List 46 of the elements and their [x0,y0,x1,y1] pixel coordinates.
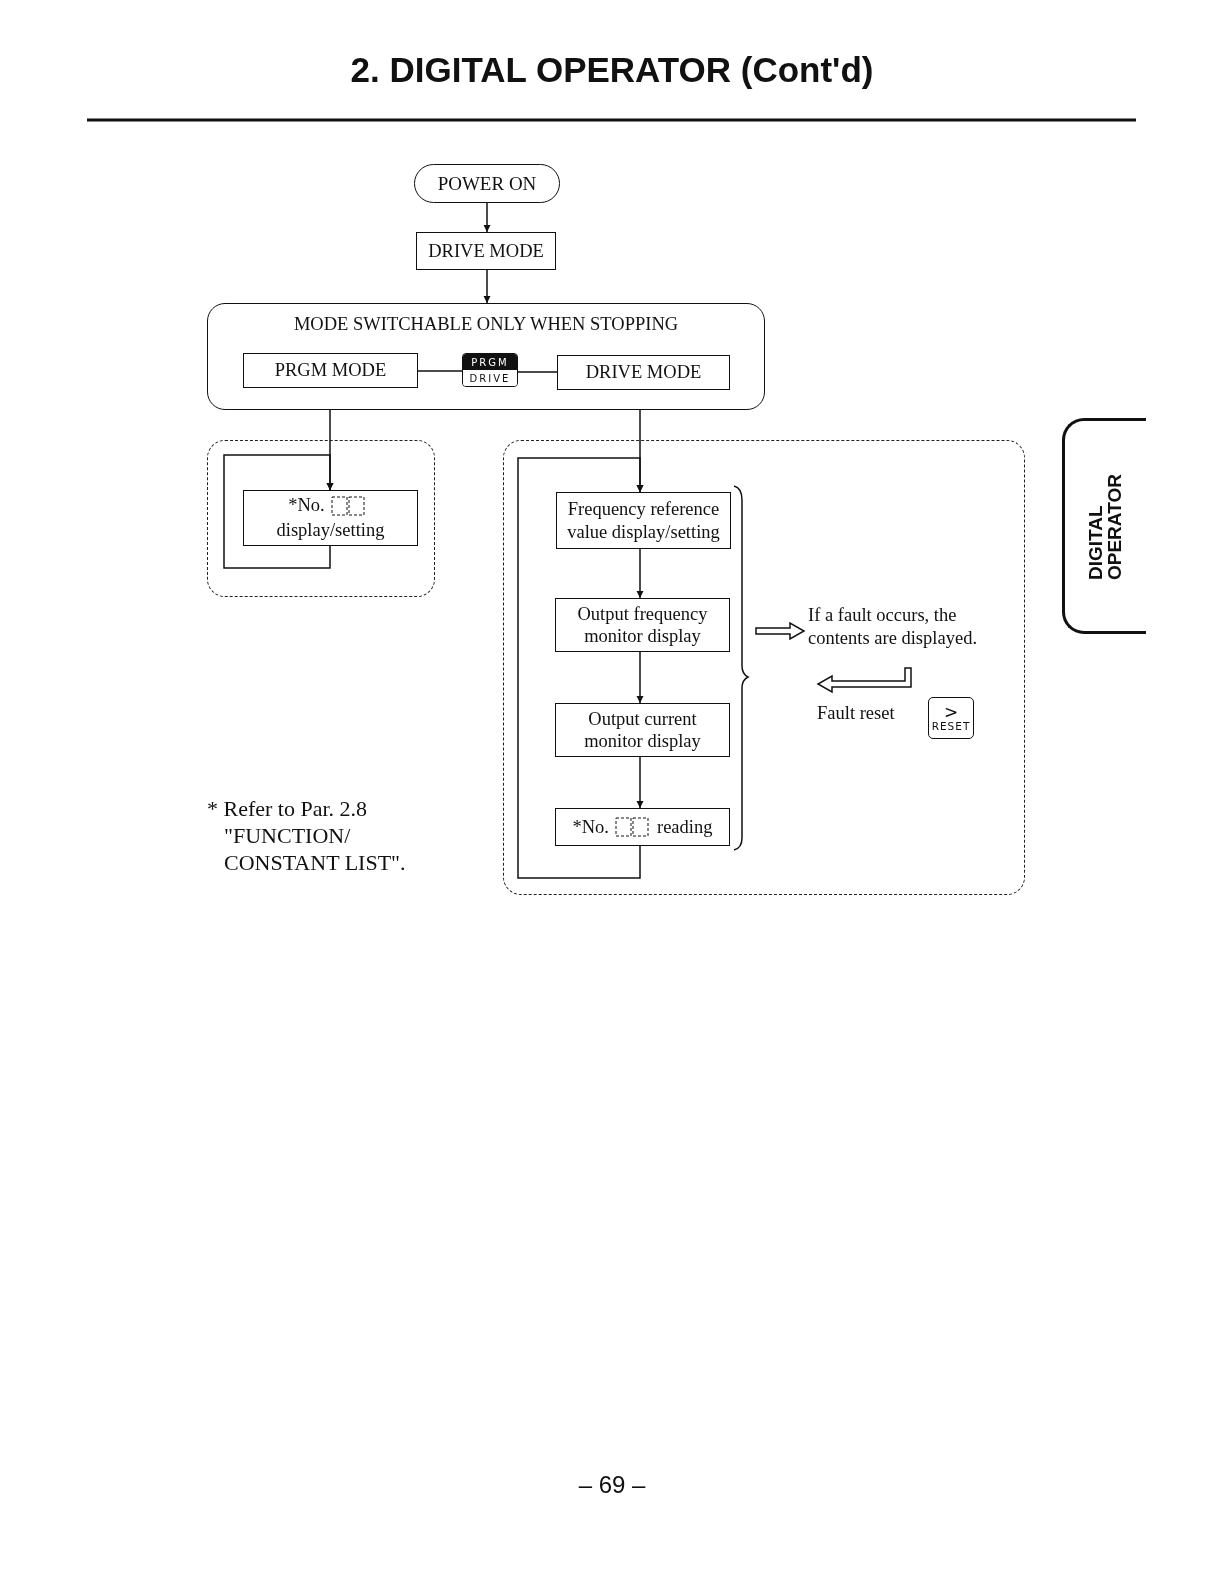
footnote: * Refer to Par. 2.8 "FUNCTION/ CONSTANT LIST". [207,796,407,877]
page-number: – 69 – [577,1470,647,1500]
hollow-arrow [816,667,912,694]
mode-key [462,353,518,387]
arrow [636,651,644,704]
dashed-group-frame [503,440,1025,895]
key-label: RESET [931,721,971,732]
process-box [556,492,731,549]
connector-line [417,370,463,372]
arrow [483,202,491,233]
connector-line [517,371,558,373]
process-box [555,703,730,757]
key-label: > [943,704,959,722]
dashed-group-frame [207,440,435,597]
box-label: POWER ON [437,172,537,195]
side-tab [1062,418,1146,634]
key-label: PRGM [463,354,517,370]
arrow [223,454,334,569]
tab-label: DIGITAL OPERATOR [1086,473,1124,580]
box-label: reading [657,815,713,839]
process-box [416,232,556,270]
group-heading: MODE SWITCHABLE ONLY WHEN STOPPING [292,314,680,335]
arrow [483,269,491,304]
process-box [243,353,418,388]
process-box [243,490,418,546]
arrow [517,457,644,879]
box-label: *No. [288,494,325,517]
process-box [555,598,730,652]
key-caption: Fault reset [817,703,895,724]
process-box [557,355,730,390]
mode-group-frame [207,303,765,410]
box-label: PRGM MODE [274,359,387,382]
arrow [636,548,644,599]
box-label: DRIVE MODE [585,361,702,384]
box-label: display/setting [276,519,385,542]
process-box [555,808,730,846]
box-label: Frequency reference value display/setting [566,498,721,543]
box-label: DRIVE MODE [428,239,544,263]
hollow-arrow [755,621,806,641]
box-label: Output frequency monitor display [576,602,709,648]
page-title: 2. DIGITAL OPERATOR (Cont'd) [349,50,875,90]
arrow [636,756,644,809]
reset-key [928,697,974,739]
note-text: If a fault occurs, the contents are displayed. [808,604,978,651]
box-label: Output current monitor display [583,707,702,753]
box-label: *No. [572,815,609,839]
